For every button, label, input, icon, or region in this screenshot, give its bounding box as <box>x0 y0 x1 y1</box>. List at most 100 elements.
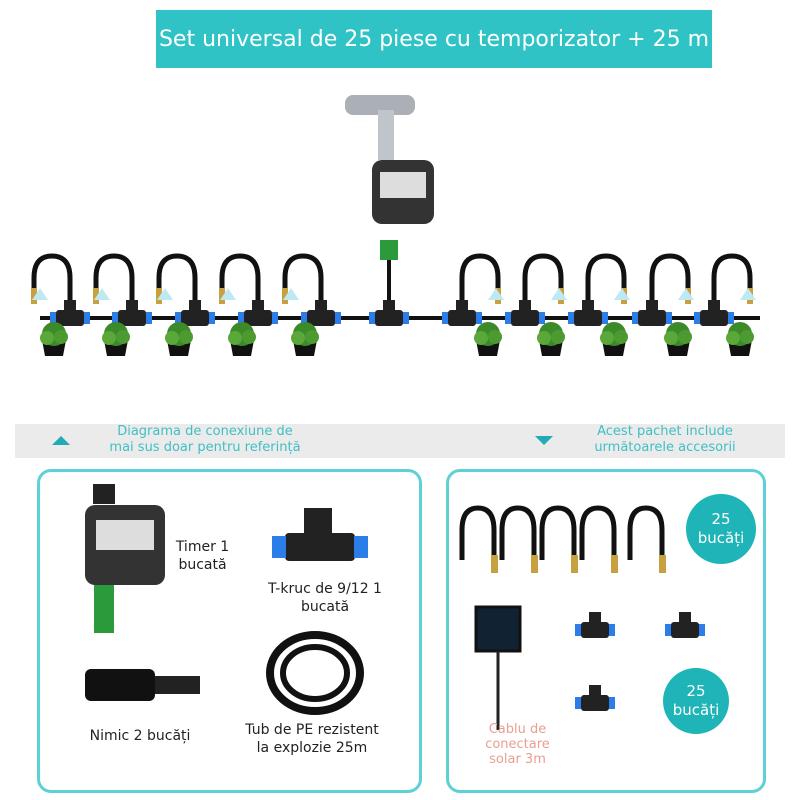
faucet-icon <box>345 95 415 115</box>
tee-blue-ring <box>301 312 307 324</box>
tee-blue-ring <box>112 312 118 324</box>
center-tee <box>375 310 403 326</box>
plant-leaves <box>291 331 305 345</box>
tee-blue-ring <box>728 312 734 324</box>
tee-stem <box>383 300 395 312</box>
package-note-line1: Acest pachet include <box>597 424 733 439</box>
plant-leaves <box>40 331 54 345</box>
end-plug-product <box>85 669 155 701</box>
plant-leaves <box>614 330 628 344</box>
branch-tee <box>700 310 728 326</box>
water-spray-icon <box>32 288 48 300</box>
gooseneck-hose <box>31 253 73 321</box>
components-box-right <box>446 469 766 793</box>
tee-blue-ring <box>442 312 448 324</box>
timer-label: Timer 1 bucată <box>165 538 240 574</box>
tee-stem <box>189 300 201 312</box>
up-arrow-icon <box>52 436 70 445</box>
tee-stem <box>126 300 138 312</box>
tee-stem <box>252 300 264 312</box>
plant-leaves <box>228 331 242 345</box>
branch-tee <box>511 310 539 326</box>
tee-blue-ring <box>694 312 700 324</box>
brass-nozzle <box>282 288 288 304</box>
tee-stem <box>582 300 594 312</box>
tee-blue-ring <box>50 312 56 324</box>
plant-leaves <box>600 331 614 345</box>
plant-leaves <box>740 330 754 344</box>
badge-count: 25 <box>686 682 706 700</box>
tee-product-stem <box>304 508 332 534</box>
water-spray-icon <box>740 288 756 300</box>
tee-blue-ring <box>272 312 278 324</box>
badge-unit: bucăți <box>697 529 745 547</box>
water-spray-icon <box>94 288 110 300</box>
plant-leaves <box>242 330 256 344</box>
plant-leaves <box>726 331 740 345</box>
water-spray-icon <box>157 288 173 300</box>
tee-product-small <box>581 622 609 638</box>
diagram-note-line1: Diagrama de conexiune de <box>117 424 293 439</box>
tee-stem <box>589 685 601 697</box>
tee-blue-ring <box>238 312 244 324</box>
tee-blue-ring <box>403 312 409 324</box>
diagram-note-line2: mai sus doar pentru referință <box>109 440 301 455</box>
plant-leaves <box>488 330 502 344</box>
tee-stem <box>646 300 658 312</box>
branch-tee <box>56 310 84 326</box>
solar-cable-label: Cablu de conectare solar 3m <box>470 722 565 767</box>
tee-product-small <box>581 695 609 711</box>
tube-label: Tub de PE rezistent la explozie 25m <box>232 721 392 757</box>
timer-label-line2: bucată <box>178 557 227 573</box>
pe-tube-coil <box>266 631 364 715</box>
tee-blue-ring <box>175 312 181 324</box>
tee-product-small <box>671 622 699 638</box>
plant-leaves <box>179 330 193 344</box>
timer-label-line1: Timer 1 <box>175 539 230 555</box>
end-plug-tip <box>155 676 200 694</box>
components-box-left <box>37 469 422 793</box>
tube-label-line2: la explozie 25m <box>256 740 368 756</box>
plant-leaves <box>551 330 565 344</box>
tee-blue-ring <box>609 697 615 709</box>
water-spray-icon <box>220 288 236 300</box>
gooseneck-hose <box>711 253 753 321</box>
tee-stem <box>519 300 531 312</box>
gooseneck-hose <box>649 253 691 321</box>
tee-blue-ring <box>665 624 671 636</box>
gooseneck-hose <box>522 253 564 321</box>
package-note: Acest pachet include următoarele accesor… <box>565 424 765 456</box>
plant-leaves <box>116 330 130 344</box>
plug-label: Nimic 2 bucăți <box>89 728 191 744</box>
timer-product-screen <box>96 520 154 550</box>
gooseneck-hose <box>93 253 135 321</box>
tee-blue-ring <box>609 624 615 636</box>
tee-label-line1: T-kruc de 9/12 1 <box>268 581 382 597</box>
green-connector <box>380 240 398 260</box>
timer-screen <box>380 172 426 198</box>
plant-leaves <box>474 331 488 345</box>
brass-nozzle <box>219 288 225 304</box>
package-note-line2: următoarele accesorii <box>594 440 736 455</box>
tee-blue-ring <box>539 312 545 324</box>
gooseneck-hose-product <box>539 505 577 560</box>
info-band <box>15 424 785 458</box>
gooseneck-hose <box>219 253 261 321</box>
branch-tee <box>181 310 209 326</box>
branch-tee <box>638 310 666 326</box>
brass-nozzle <box>611 555 618 573</box>
gooseneck-hose <box>282 253 324 321</box>
water-spray-icon <box>614 288 630 300</box>
plant-leaves <box>664 331 678 345</box>
plant-leaves <box>102 331 116 345</box>
tee-stem <box>589 612 601 624</box>
gooseneck-hose-product <box>499 505 537 560</box>
tee-stem <box>708 300 720 312</box>
tee-blue-ring <box>335 312 341 324</box>
tee-stem <box>679 612 691 624</box>
tee-product-ring <box>272 536 286 558</box>
branch-tee <box>307 310 335 326</box>
